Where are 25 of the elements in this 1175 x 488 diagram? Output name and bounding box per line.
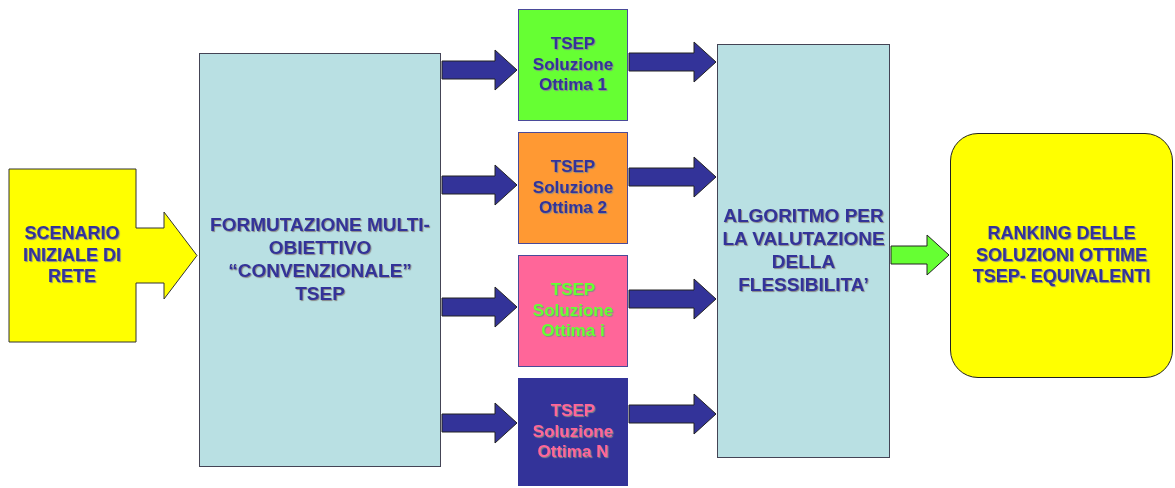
block-arrow xyxy=(441,49,518,91)
block-arrow xyxy=(628,278,717,320)
block-arrow xyxy=(890,234,950,276)
block-arrow xyxy=(628,41,717,83)
block-arrow xyxy=(441,402,518,444)
block-arrow xyxy=(628,393,717,435)
node-label: RANKING DELLE SOLUZIONI OTTIME TSEP- EQUIVALENTI xyxy=(971,223,1152,288)
node-label: SCENARIO INIZIALE DI RETE xyxy=(22,223,122,288)
solution-box xyxy=(518,9,628,121)
process-box xyxy=(199,53,441,467)
node-label: TSEP Soluzione Ottima i xyxy=(531,280,615,342)
node-label: TSEP Soluzione Ottima 2 xyxy=(531,157,615,219)
node-label: ALGORITMO PER LA VALUTAZIONE DELLA FLESSIBILITA’ xyxy=(721,205,886,297)
solution-box xyxy=(518,378,628,486)
node-label: TSEP Soluzione Ottima 1 xyxy=(531,34,615,96)
node-label: FORMUTAZIONE MULTI-OBIETTIVO “CONVENZIONALE” TSEP xyxy=(209,214,431,306)
block-arrow xyxy=(441,164,518,206)
process-box xyxy=(717,44,890,458)
node-label: TSEP Soluzione Ottima N xyxy=(531,401,615,463)
block-arrow xyxy=(441,286,518,328)
block-arrow xyxy=(628,156,717,198)
arrow-callout-box xyxy=(8,168,198,343)
rounded-box xyxy=(950,133,1173,378)
solution-box xyxy=(518,255,628,367)
solution-box xyxy=(518,132,628,244)
